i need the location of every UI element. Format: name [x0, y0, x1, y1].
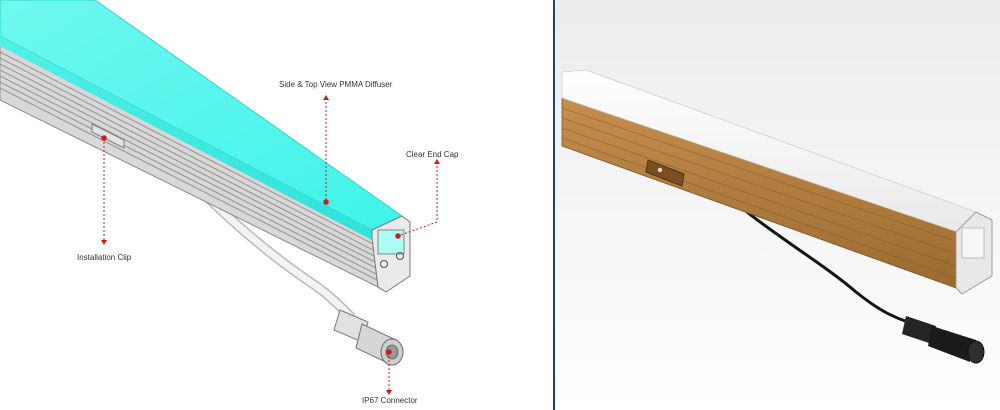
- pmma-diffuser-side: [0, 36, 372, 240]
- led-profile-diagram: [0, 0, 440, 395]
- render-end-cap-window: [961, 227, 985, 259]
- clip-screw-icon: [657, 167, 663, 173]
- product-render-panel: [556, 0, 1000, 410]
- render-mounting-clip: [645, 159, 685, 187]
- annotated-diagram-panel: Side & Top View PMMA Diffuser Clear End …: [0, 0, 459, 405]
- end-cap-window: [377, 229, 405, 255]
- callout-clear-end-cap: Clear End Cap: [406, 150, 459, 159]
- callout-installation-clip: Installation Clip: [77, 253, 132, 262]
- ip67-connector: [333, 309, 404, 366]
- callout-ip67-connector: IP67 Connector: [362, 396, 418, 405]
- callout-pmma-diffuser: Side & Top View PMMA Diffuser: [279, 80, 393, 89]
- housing-grooves: [0, 51, 378, 281]
- end-cap-screw-icon: [396, 252, 404, 260]
- panel-divider: [553, 0, 555, 410]
- render-black-connector: [902, 316, 985, 364]
- callout-arrowheads: [101, 95, 440, 395]
- cable: [194, 184, 354, 320]
- callout-lines: [103, 98, 438, 392]
- end-cap-screw-icon: [380, 260, 388, 268]
- installation-clip: [91, 123, 125, 149]
- render-cable: [740, 206, 910, 324]
- wood-grain: [561, 107, 959, 279]
- callout-dots: [101, 135, 401, 355]
- led-profile-render: [561, 69, 993, 364]
